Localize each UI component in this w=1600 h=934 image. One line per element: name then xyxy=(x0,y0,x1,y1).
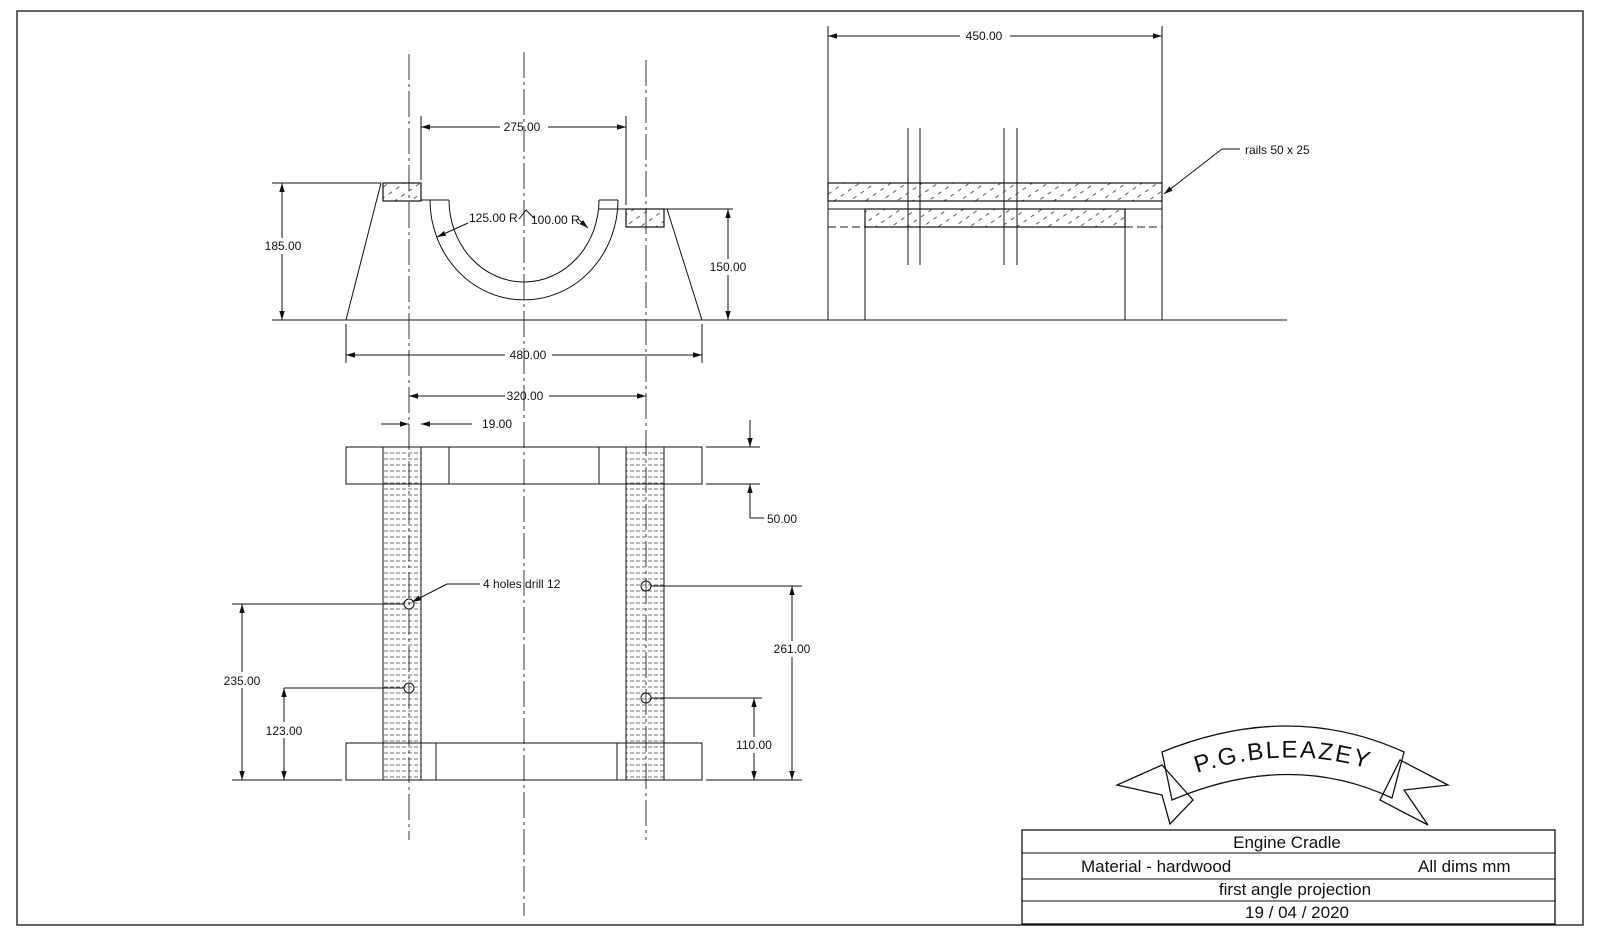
title-block-projection: first angle projection xyxy=(1219,880,1371,899)
dim-left-height: 185.00 xyxy=(265,239,302,253)
side-lower-rail xyxy=(864,208,1126,228)
dim-side-length: 450.00 xyxy=(966,29,1003,43)
dim-rail-width: 19.00 xyxy=(482,417,512,431)
dim-outer-radius: 125.00 R xyxy=(469,211,518,225)
plan-bottom-block xyxy=(345,742,703,781)
front-view: 275.00 125.00 R 100.00 R 185.00 150.00 4… xyxy=(265,52,1287,916)
dim-hole-left-lower: 123.00 xyxy=(266,724,303,738)
title-block-units: All dims mm xyxy=(1418,857,1511,876)
dim-inner-radius: 100.00 R xyxy=(531,213,580,227)
rails-note: rails 50 x 25 xyxy=(1245,143,1310,157)
dim-hole-right-upper: 261.00 xyxy=(774,642,811,656)
dim-top-width: 275.00 xyxy=(504,120,541,134)
title-block-material: Material - hardwood xyxy=(1081,857,1231,876)
dim-base-width: 480.00 xyxy=(510,348,547,362)
title-block-title: Engine Cradle xyxy=(1233,833,1341,852)
plan-rail-right xyxy=(625,446,665,781)
dim-right-height: 150.00 xyxy=(710,260,747,274)
cradle-inner-arc xyxy=(448,199,600,283)
sheet-border xyxy=(16,10,1584,926)
rail-section-left xyxy=(382,182,422,202)
cradle-outer-arc xyxy=(429,199,619,301)
rail-section-right xyxy=(625,208,665,228)
plan-top-block xyxy=(345,446,703,485)
dim-hole-right-lower: 110.00 xyxy=(736,738,772,752)
holes-note: 4 holes drill 12 xyxy=(483,577,561,591)
side-view: 450.00 rails 50 x 25 xyxy=(827,26,1310,320)
side-upper-rail xyxy=(827,182,1163,202)
logo-banner: P.G.BLEAZEY xyxy=(1114,725,1451,826)
dim-hole-left-upper: 235.00 xyxy=(224,674,261,688)
plan-view: 320.00 19.00 50.00 4 holes drill 12 xyxy=(224,389,811,781)
dim-end-block: 50.00 xyxy=(767,512,797,526)
dim-rail-centres: 320.00 xyxy=(507,389,544,403)
title-block-date: 19 / 04 / 2020 xyxy=(1245,903,1349,922)
title-block: Engine Cradle Material - hardwood All di… xyxy=(1021,829,1556,925)
plan-rail-left xyxy=(382,446,422,781)
logo-text: P.G.BLEAZEY xyxy=(1191,736,1375,778)
